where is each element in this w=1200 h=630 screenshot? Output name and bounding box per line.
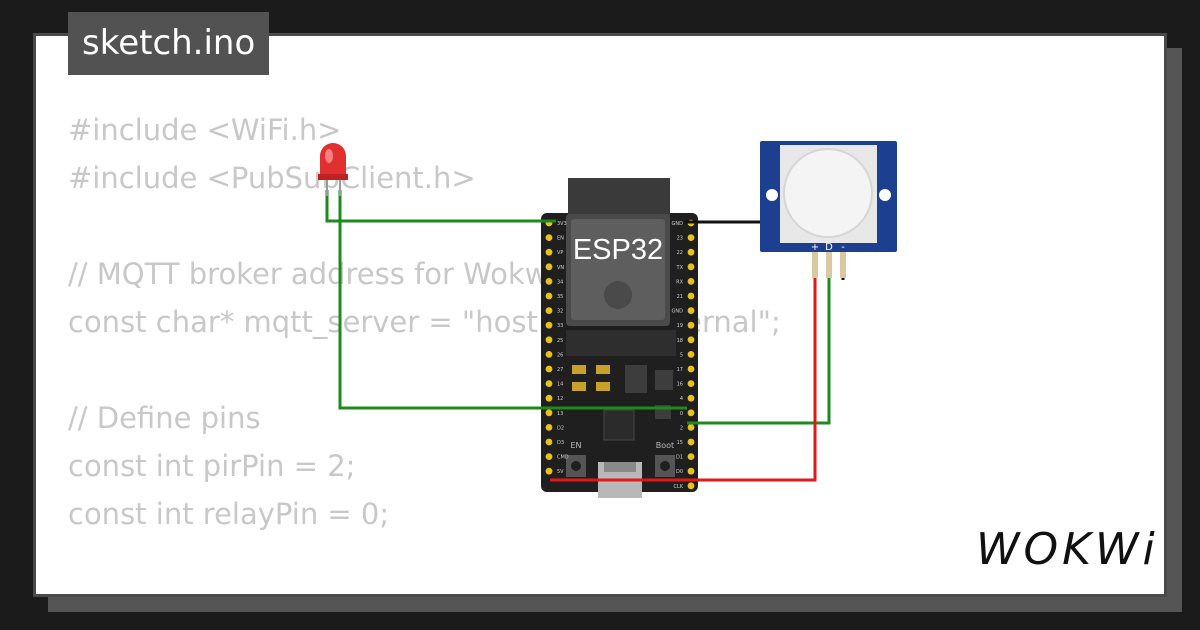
red-led[interactable] (318, 143, 348, 196)
pin-label: D3 (557, 440, 564, 446)
espressif-logo-icon (604, 281, 632, 309)
wire-pir-data (687, 278, 831, 425)
code-line: #include <WiFi.h> (68, 113, 342, 147)
pin-label: 22 (677, 250, 683, 256)
boot-label: Boot (656, 441, 674, 450)
pin-label: 17 (677, 367, 683, 373)
header-pin[interactable] (545, 453, 553, 460)
pin-label: 34 (557, 279, 563, 285)
esp32-board[interactable]: ESP32 EN Boot 3V3ENVPVN34353233252627141… (541, 178, 698, 498)
pin-label: GND (672, 309, 684, 315)
header-pin[interactable] (545, 467, 553, 475)
pin-label: 25 (557, 338, 563, 344)
pin-label: GND (672, 221, 684, 227)
header-pin[interactable] (687, 263, 695, 271)
header-pin[interactable] (687, 467, 695, 475)
header-pin[interactable] (687, 380, 695, 387)
code-line: WiFiClient espClient; (68, 586, 781, 594)
pin-label: 18 (677, 338, 683, 344)
header-pin[interactable] (545, 424, 553, 431)
header-pin[interactable] (545, 248, 553, 256)
header-pin[interactable] (545, 278, 553, 285)
header-pin[interactable] (687, 438, 695, 446)
pin-label: VN (557, 265, 564, 271)
pin-label: 21 (677, 294, 683, 300)
pin-label: VP (557, 250, 563, 256)
header-pin[interactable] (687, 234, 695, 242)
pin-label: 2 (680, 425, 683, 431)
pin-label: 4 (680, 396, 683, 402)
pir-pin-data: D (825, 242, 833, 253)
pir-dome-icon (783, 148, 873, 238)
header-pin[interactable] (545, 351, 553, 358)
pin-label: 16 (677, 382, 683, 388)
header-pin[interactable] (545, 438, 553, 446)
pin-label: 5V (557, 469, 564, 475)
wires (325, 190, 845, 482)
header-pin[interactable] (545, 394, 553, 402)
header-pin[interactable] (687, 292, 695, 300)
wire-pir-vcc (550, 278, 817, 482)
header-pin[interactable] (687, 278, 695, 285)
pin-label: D0 (676, 469, 683, 475)
chip-label: ESP32 (573, 234, 663, 266)
pir-pin-vcc: + (811, 242, 819, 253)
header-pin[interactable] (687, 394, 695, 402)
code-line: // MQTT broker address for Wokwi (68, 257, 557, 291)
file-tab[interactable]: sketch.ino (68, 12, 270, 75)
header-pin[interactable] (545, 234, 553, 242)
code-line: // Define pins (68, 401, 261, 435)
header-pin[interactable] (545, 307, 553, 314)
header-pin[interactable] (545, 292, 553, 300)
code-line: const int relayPin = 0; (68, 497, 390, 531)
wire-led-cathode (338, 190, 687, 410)
pin-label: 12 (557, 396, 563, 402)
wire-led-anode (325, 190, 556, 223)
pin-label: 5 (680, 352, 683, 358)
pin-label: 15 (677, 440, 683, 446)
boot-button[interactable] (660, 461, 670, 471)
pin-label: CLK (673, 484, 683, 490)
wokwi-logo: WOKWi (976, 524, 1159, 575)
header-pin[interactable] (687, 453, 695, 460)
pin-label: 0 (680, 411, 683, 417)
header-pin[interactable] (545, 380, 553, 387)
code-line: const int pirPin = 2; (68, 449, 356, 483)
pin-label: RX (676, 279, 683, 285)
header-pin[interactable] (687, 424, 695, 431)
pin-label: TX (676, 265, 684, 271)
pin-label: 3V3 (557, 221, 567, 227)
header-pin[interactable] (687, 321, 695, 329)
header-pin[interactable] (545, 365, 553, 373)
pin-label: 27 (557, 367, 563, 373)
header-pin[interactable] (545, 336, 553, 344)
pin-label: 35 (557, 294, 563, 300)
header-pin[interactable] (545, 321, 553, 329)
en-label: EN (570, 441, 581, 450)
header-pin[interactable] (687, 409, 695, 417)
header-pin[interactable] (687, 248, 695, 256)
pin-label: 23 (677, 236, 683, 242)
pin-label: 14 (557, 382, 563, 388)
pin-label: 19 (677, 323, 683, 329)
header-pin[interactable] (545, 263, 553, 271)
en-button[interactable] (571, 461, 581, 471)
pin-label: CMD (557, 455, 569, 461)
header-pin[interactable] (687, 482, 695, 490)
header-pin[interactable] (545, 409, 553, 417)
pin-label: D1 (676, 455, 683, 461)
header-pin[interactable] (687, 351, 695, 358)
pin-label: EN (557, 236, 564, 242)
pir-pin-gnd: - (841, 242, 845, 253)
header-pin[interactable] (687, 365, 695, 373)
pin-label: 13 (557, 411, 563, 417)
pin-label: 26 (557, 352, 563, 358)
pin-label: 32 (557, 309, 563, 315)
header-pin[interactable] (687, 336, 695, 344)
pin-label: 33 (557, 323, 563, 329)
pin-label: D2 (557, 425, 564, 431)
pir-sensor[interactable]: + D - (760, 141, 897, 278)
header-pin[interactable] (687, 307, 695, 314)
